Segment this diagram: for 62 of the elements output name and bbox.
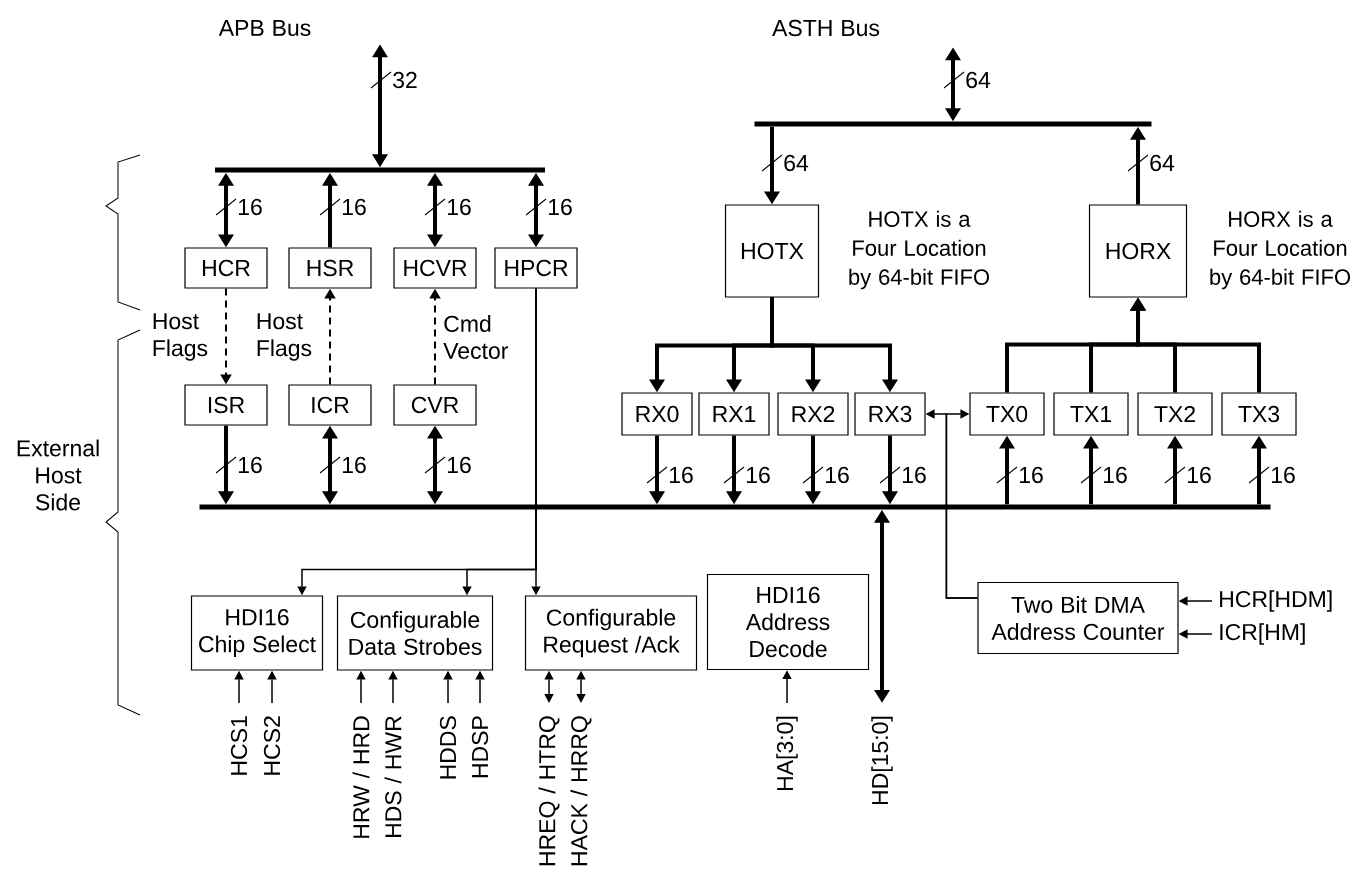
register-box: HPCR [494,247,578,289]
edge-label: Host Flags [257,313,312,361]
register-box: TX0 [969,392,1045,436]
edge-label: 16 [548,198,572,216]
signal-name: HDS / HWR [384,716,402,837]
register-box: RX2 [777,392,849,436]
edge-label: 16 [447,456,471,474]
block-box: Two Bit DMA Address Counter [977,581,1179,655]
edge-label: 64 [784,154,809,172]
signal-name: HDSP [471,716,489,778]
edge-label: 16 [342,198,366,216]
register-box: RX3 [854,392,926,436]
register-box: HCVR [393,247,477,289]
register-box: ICR [288,384,372,426]
signal-name: HCS1 [230,716,248,775]
signal-name: HACK / HRRQ [570,716,592,866]
edge-label: Cmd Vector [443,315,509,359]
signal-name: HDDS [439,716,457,779]
edge-label: 16 [342,456,366,474]
block-box: HDI16 Address Decode [706,573,870,671]
signal-name: HD[15:0] [871,716,893,805]
register-box: HCR [184,247,268,289]
bus-title: APB Bus [218,20,311,36]
signal-name: HCS2 [263,716,281,775]
bus-title: ASTH Bus [772,19,880,37]
edge-label: Host Flags [153,313,208,361]
edge-label: 16 [1187,466,1211,484]
edge-label: 16 [238,456,262,474]
register-box: ISR [184,384,268,426]
edge-label: 16 [746,466,770,484]
signal-name: HA[3:0] [776,716,798,791]
edge-label: 16 [1019,466,1043,484]
signal-name: HRW / HRD [352,716,370,838]
register-box: RX1 [698,392,770,436]
register-box: CVR [393,384,477,426]
edge-label: 32 [393,71,417,89]
signal-name: ICR[HM] [1220,623,1305,645]
register-box: TX2 [1137,392,1213,436]
edge-label: 64 [1150,154,1175,172]
register-box: TX1 [1053,392,1129,436]
block-box: HDI16 Chip Select [190,595,324,671]
side-label: External Host Side [17,439,99,511]
fifo-box: HOTX [724,204,820,298]
signal-name: HREQ / HTRQ [538,716,560,866]
register-box: HSR [288,247,372,289]
signal-name: HCR[HDM] [1220,590,1332,612]
edge-label: 16 [447,198,471,216]
note-text: HOTX is a Four Location by 64-bit FIFO [849,210,990,290]
edge-label: 16 [669,466,693,484]
edge-label: 16 [1103,466,1127,484]
block-box: Configurable Request /Ack [524,595,698,671]
edge-label: 16 [902,466,926,484]
note-text: HORX is a Four Location by 64-bit FIFO [1210,210,1351,290]
edge-label: 16 [1271,466,1295,484]
register-box: RX0 [621,392,693,436]
fifo-box: HORX [1088,204,1188,298]
edge-label: 64 [966,71,991,89]
register-box: TX3 [1221,392,1297,436]
signal-arrow [945,409,979,599]
edge-label: 16 [238,198,262,216]
block-box: Configurable Data Strobes [336,595,494,671]
edge-label: 16 [825,466,849,484]
